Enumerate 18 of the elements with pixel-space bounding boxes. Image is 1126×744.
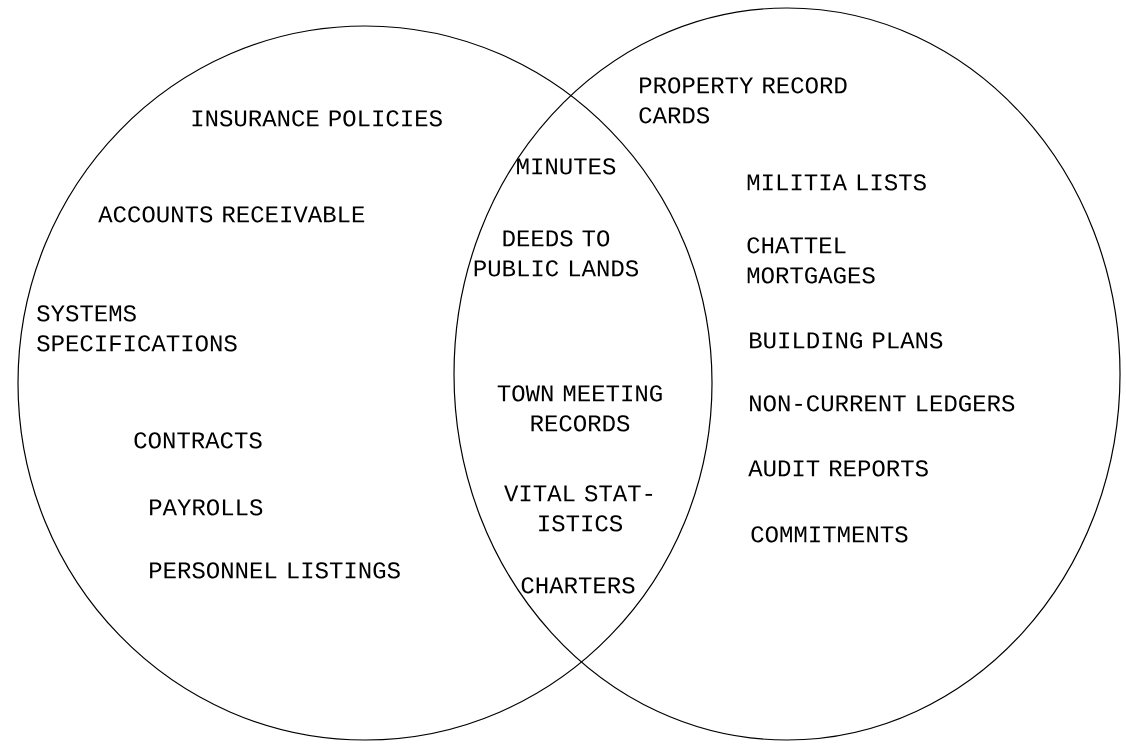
item-text: CHARTERS <box>521 577 635 594</box>
item-text: MINUTES <box>517 158 616 175</box>
item-text: CHATTEL MORTGAGES <box>747 237 875 284</box>
item-text: VITAL STAT- ISTICS <box>504 485 653 532</box>
item-text: PROPERTY RECORD CARDS <box>639 77 847 124</box>
item-text: DEEDS TO PUBLIC LANDS <box>474 230 638 277</box>
item-text: INSURANCE POLICIES <box>192 110 442 127</box>
item-text: BUILDING PLANS <box>750 332 943 349</box>
item-text: ACCOUNTS RECEIVABLE <box>98 206 365 223</box>
item-text: AUDIT REPORTS <box>748 460 928 477</box>
item-text: SYSTEMS SPECIFICATIONS <box>37 305 237 352</box>
item-text: NON-CURRENT LEDGERS <box>750 395 1015 412</box>
item-text: PERSONNEL LISTINGS <box>150 562 400 579</box>
item-text: PAYROLLS <box>150 499 263 516</box>
item-text: MILITIA LISTS <box>747 174 926 191</box>
item-text: CONTRACTS <box>134 432 262 449</box>
item-text: COMMITMENTS <box>751 526 908 543</box>
item-text: TOWN MEETING RECORDS <box>497 385 662 432</box>
